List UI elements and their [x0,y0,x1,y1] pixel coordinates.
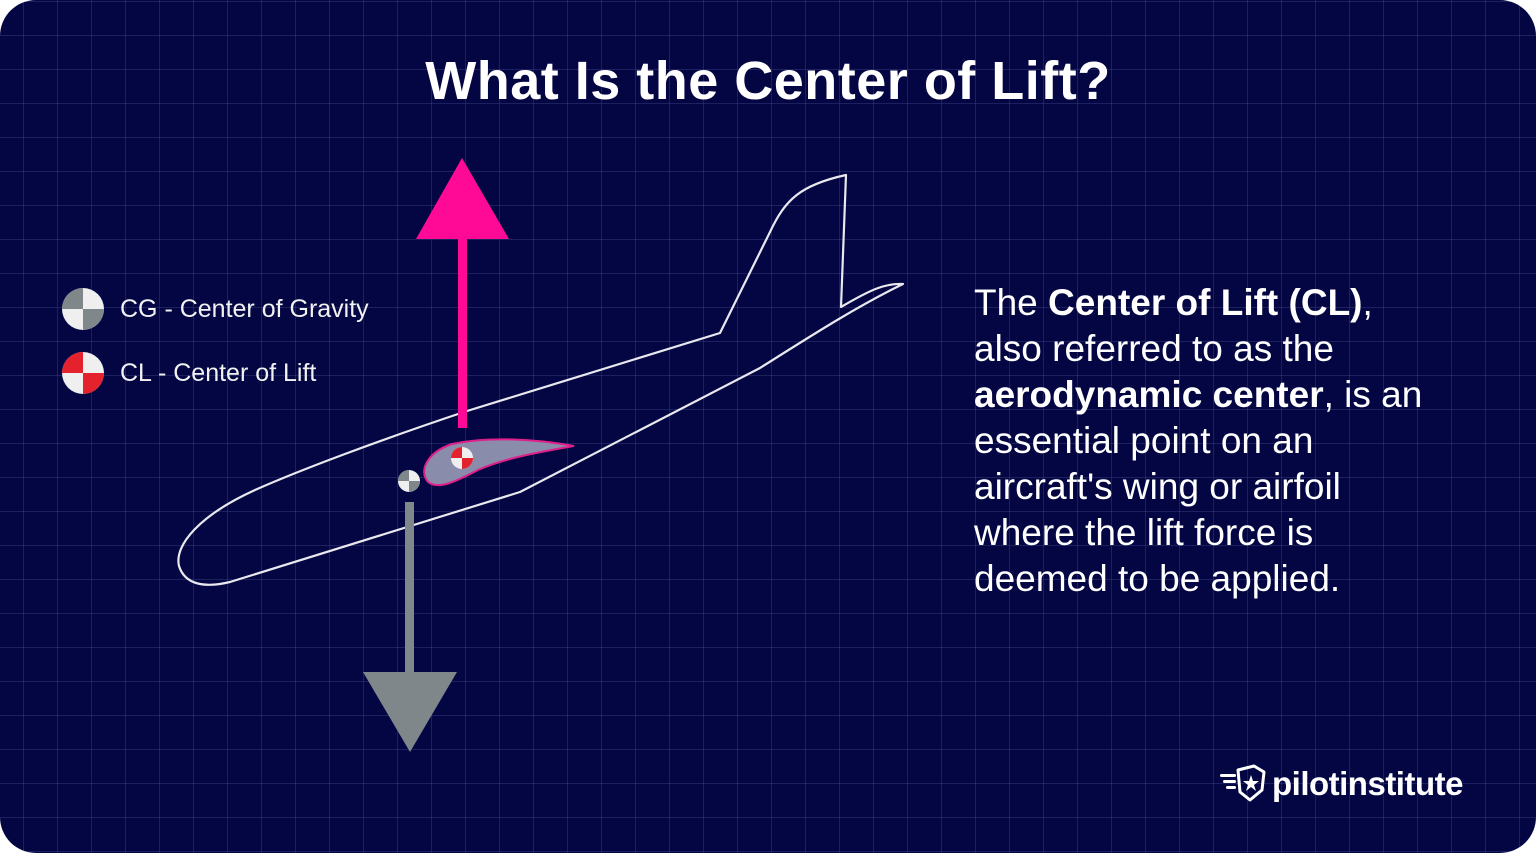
shield-star-logo-icon [1220,764,1266,802]
desc-text: , is an essential point on an aircraft's… [974,374,1423,599]
legend: CG - Center of Gravity CL - Center of Li… [62,288,369,416]
desc-text: The [974,282,1049,323]
aircraft-outline [177,173,905,586]
legend-label: CG - Center of Gravity [120,294,369,323]
cg-marker-icon [62,288,104,330]
legend-label: CL - Center of Lift [120,358,317,387]
description-text: The Center of Lift (CL), also referred t… [974,280,1444,602]
cl-marker-icon [451,447,473,469]
desc-bold-term: aerodynamic center [974,374,1324,415]
legend-item-cl: CL - Center of Lift [62,352,369,394]
cg-marker-icon [398,470,420,492]
cl-marker-icon [62,352,104,394]
page-title: What Is the Center of Lift? [425,51,1111,111]
brand-logo: pilotinstitute [1220,764,1463,804]
airfoil-shape [423,438,575,487]
desc-text: , also referred to as the [974,282,1373,369]
desc-bold-term: Center of Lift (CL) [1048,282,1363,323]
weight-arrow-icon [363,502,457,752]
logo-text: pilotinstitute [1272,765,1463,802]
lift-arrow-icon [416,158,509,428]
legend-item-cg: CG - Center of Gravity [62,288,369,330]
